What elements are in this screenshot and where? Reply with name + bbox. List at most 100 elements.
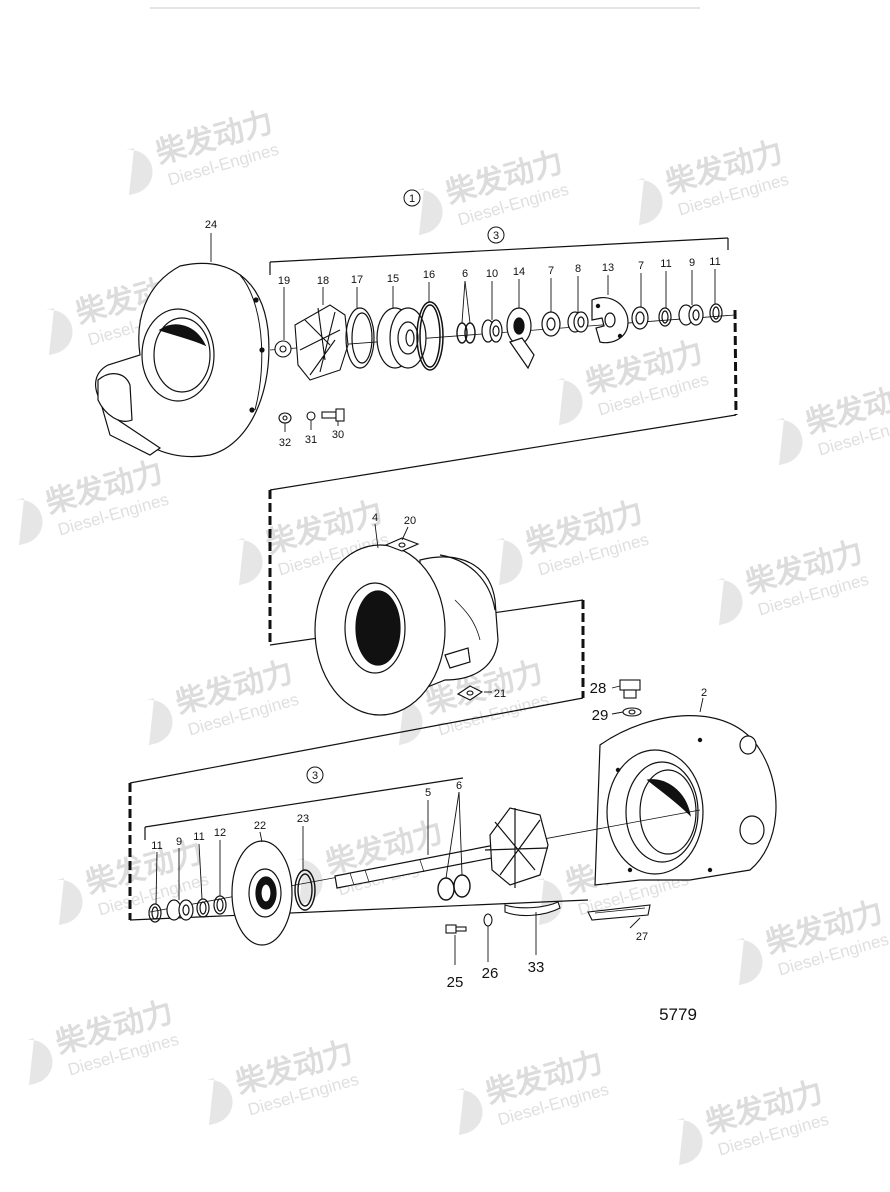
part-22-seal-plate [231, 840, 293, 946]
watermark-mark: 柴发动力 Diesel-Engines [494, 496, 651, 586]
part-28-plug [619, 679, 641, 699]
part-11-retaining-ring-d [196, 898, 210, 918]
watermark-mark: 柴发动力 Diesel-Engines [124, 106, 281, 196]
part-15-seal-plate [376, 307, 427, 369]
callout-8: 8 [575, 263, 581, 275]
callout-4: 4 [372, 512, 378, 524]
part-8-sleeve [567, 311, 589, 333]
watermark-mark: 柴发动力 Diesel-Engines [734, 896, 890, 986]
watermark-mark: 柴发动力 Diesel-Engines [14, 456, 171, 546]
callout-27: 27 [636, 931, 648, 943]
callout-5: 5 [425, 787, 431, 799]
part-13-thrust-bearing [591, 297, 629, 344]
kit-ref-label-top: 3 [493, 230, 499, 242]
callout-14: 14 [513, 266, 525, 278]
part-33-clamp [504, 901, 561, 917]
watermark-mark: 柴发动力 Diesel-Engines [24, 996, 181, 1086]
callout-29: 29 [592, 707, 609, 724]
callout-6-top: 6 [462, 268, 468, 280]
callout-19: 19 [278, 275, 290, 287]
part-9-bearing-b [166, 899, 194, 921]
part-18-compressor-wheel [294, 304, 349, 381]
leader-lines-top [210, 233, 716, 432]
watermark-mark: 柴发动力 Diesel-Engines [554, 336, 711, 426]
part-26-washer [483, 913, 493, 927]
center-housing [314, 544, 499, 716]
part-19-nut [274, 340, 292, 358]
callout-12: 12 [214, 827, 226, 839]
leader-lines-turbine [611, 685, 704, 929]
watermark-mark: 柴发动力 Diesel-Engines [674, 1076, 831, 1166]
assembly-ref-badge: 1 [403, 189, 421, 207]
callout-18: 18 [317, 275, 329, 287]
part-11-retaining-ring-c [148, 903, 162, 923]
callout-7-a: 7 [548, 265, 554, 277]
compressor-housing [94, 262, 270, 458]
callout-9-b: 9 [176, 836, 182, 848]
part-17-ring [345, 307, 375, 369]
callout-21: 21 [494, 688, 506, 700]
part-10-spacer [481, 319, 503, 343]
part-31-lock-washer [306, 411, 316, 421]
callout-25: 25 [447, 974, 464, 991]
watermark-mark: 柴发动力 Diesel-Engines [714, 536, 871, 626]
part-30-bolt [321, 408, 345, 422]
part-7-washer-a [541, 311, 561, 337]
callout-22: 22 [254, 820, 266, 832]
callout-11-d: 11 [193, 831, 204, 843]
part-11-retaining-ring-b [709, 303, 723, 323]
top-kit-bracket [269, 237, 738, 491]
part-16-o-ring [416, 301, 444, 371]
leader-lines-center [374, 523, 492, 693]
callout-6-bottom: 6 [456, 780, 462, 792]
leader-lines-bottom [155, 791, 537, 965]
part-27-heat-shield [587, 904, 651, 921]
watermark-mark: 柴发动力 Diesel-Engines [774, 376, 890, 466]
callout-10: 10 [486, 268, 498, 280]
part-9-bearing-a [678, 304, 704, 326]
callout-32: 32 [279, 437, 291, 449]
part-14-oil-deflector [506, 307, 535, 370]
part-12-ring [213, 895, 227, 915]
callout-11-a: 11 [660, 258, 671, 270]
watermark-mark: 柴发动力 Diesel-Engines [144, 656, 301, 746]
turbine-housing [594, 715, 777, 886]
kit-ref-badge-top: 3 [487, 226, 505, 244]
watermark-mark: 柴发动力 Diesel-Engines [634, 136, 791, 226]
callout-11-c: 11 [151, 840, 162, 852]
watermark-mark: 柴发动力 Diesel-Engines [414, 146, 571, 236]
callout-11-b: 11 [709, 256, 720, 268]
watermark-mark: 柴发动力 Diesel-Engines [454, 1046, 611, 1136]
callout-16: 16 [423, 269, 435, 281]
part-32-washer [278, 412, 292, 424]
callout-7-b: 7 [638, 260, 644, 272]
callout-13: 13 [602, 262, 614, 274]
callout-23: 23 [297, 813, 309, 825]
part-5-shaft-and-wheel [334, 807, 549, 889]
callout-15: 15 [387, 273, 399, 285]
part-7-washer-b [631, 306, 649, 330]
callout-26: 26 [482, 965, 499, 982]
callout-20: 20 [404, 515, 416, 527]
part-20-gasket [384, 537, 420, 552]
assembly-ref-label: 1 [409, 193, 415, 205]
drawing-number: 5779 [659, 1005, 697, 1024]
part-25-bolt [445, 924, 467, 934]
callout-2: 2 [701, 687, 707, 699]
callout-17: 17 [351, 274, 363, 286]
callout-33: 33 [528, 959, 545, 976]
watermark-mark: 柴发动力 Diesel-Engines [204, 1036, 361, 1126]
part-6-piston-rings-top [456, 322, 476, 344]
kit-ref-badge-bottom: 3 [306, 766, 324, 784]
bottom-kit-bracket [128, 777, 589, 921]
part-6-piston-rings-bottom [437, 874, 471, 901]
part-23-ring [294, 869, 316, 911]
callout-31: 31 [305, 434, 317, 446]
callout-9-a: 9 [689, 257, 695, 269]
callout-24: 24 [205, 219, 217, 231]
callout-labels: 24 19 18 17 15 16 6 10 14 7 8 13 7 11 9 … [151, 219, 720, 991]
part-11-retaining-ring-a [658, 307, 672, 327]
part-21-gasket [456, 685, 484, 701]
